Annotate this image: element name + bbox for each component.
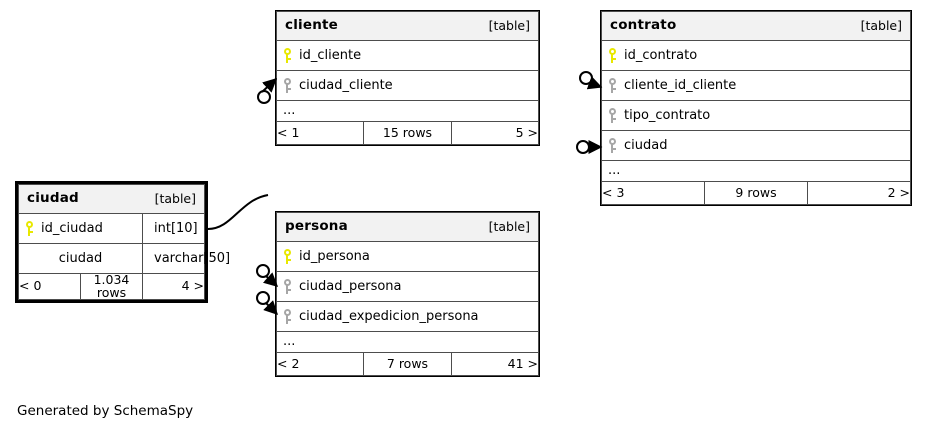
table-contrato-footer: < 3 9 rows 2 > bbox=[601, 181, 911, 205]
column-name: ciudad bbox=[624, 138, 668, 153]
table-persona-header: persona [table] bbox=[276, 212, 539, 242]
relationship-contrato-cliente_id_cliente bbox=[579, 71, 603, 90]
table-contrato-row-cliente_id_cliente[interactable]: cliente_id_cliente bbox=[601, 70, 911, 101]
relationship-cliente-ciudad_cliente bbox=[257, 78, 278, 104]
key-icon-foreign bbox=[608, 78, 617, 93]
child-count[interactable]: 2 > bbox=[807, 181, 911, 205]
row-count: 9 rows bbox=[704, 181, 808, 205]
table-contrato-name: contrato bbox=[610, 17, 677, 34]
table-ciudad[interactable]: ciudad [table] id_ciudad int[10] bbox=[15, 181, 230, 303]
table-contrato[interactable]: contrato [table] id_contrato c bbox=[600, 10, 912, 206]
zero-or-more-marker bbox=[256, 291, 270, 305]
table-cliente-row-id_cliente[interactable]: id_cliente bbox=[276, 40, 539, 71]
relationship-ciudad-outgoing bbox=[207, 194, 269, 230]
relationship-persona-ciudad_expedicion_persona bbox=[256, 291, 278, 315]
column-name: ciudad_expedicion_persona bbox=[299, 309, 479, 324]
ellipsis-label: ... bbox=[608, 163, 621, 178]
table-persona-row-ciudad_expedicion_persona[interactable]: ciudad_expedicion_persona bbox=[276, 301, 539, 332]
key-icon-foreign bbox=[283, 78, 292, 93]
row-count: 7 rows bbox=[363, 352, 452, 376]
column-name: cliente_id_cliente bbox=[624, 78, 737, 93]
table-persona-kind: [table] bbox=[488, 218, 530, 234]
key-icon-primary bbox=[283, 48, 292, 63]
key-icon-primary bbox=[25, 221, 34, 236]
column-name: id_contrato bbox=[624, 48, 698, 63]
parent-count[interactable]: < 0 bbox=[18, 273, 81, 300]
parent-count[interactable]: < 2 bbox=[275, 352, 365, 376]
table-ciudad-kind: [table] bbox=[154, 190, 196, 206]
table-persona-more-columns[interactable]: ... bbox=[276, 331, 539, 353]
ellipsis-label: ... bbox=[283, 103, 296, 118]
table-cliente-footer: < 1 15 rows 5 > bbox=[275, 121, 540, 145]
table-persona-footer: < 2 7 rows 41 > bbox=[275, 352, 540, 376]
table-ciudad-name: ciudad bbox=[27, 190, 79, 207]
table-cliente-more-columns[interactable]: ... bbox=[276, 100, 539, 122]
table-ciudad-header: ciudad [table] bbox=[18, 184, 205, 214]
zero-or-more-marker bbox=[576, 140, 590, 154]
column-name: id_ciudad bbox=[41, 221, 103, 236]
table-cliente-kind: [table] bbox=[488, 17, 530, 33]
child-count[interactable]: 5 > bbox=[450, 121, 540, 145]
key-icon-foreign bbox=[283, 309, 292, 324]
child-count[interactable]: 4 > bbox=[142, 273, 205, 300]
column-type: int[10] bbox=[154, 221, 198, 236]
table-contrato-more-columns[interactable]: ... bbox=[601, 160, 911, 182]
table-contrato-row-tipo_contrato[interactable]: tipo_contrato bbox=[601, 100, 911, 131]
row-count: 15 rows bbox=[363, 121, 452, 145]
table-cliente-header: cliente [table] bbox=[276, 11, 539, 41]
edge-line bbox=[261, 78, 278, 93]
generated-by-caption: Generated by SchemaSpy bbox=[17, 403, 194, 419]
column-type: varchar[50] bbox=[154, 251, 231, 266]
table-persona-name: persona bbox=[285, 218, 348, 235]
column-name: id_cliente bbox=[299, 48, 362, 63]
key-icon-foreign bbox=[608, 138, 617, 153]
parent-count[interactable]: < 1 bbox=[275, 121, 365, 145]
ellipsis-label: ... bbox=[283, 334, 296, 349]
table-persona[interactable]: persona [table] id_persona ciu bbox=[275, 211, 540, 377]
relationship-contrato-ciudad bbox=[576, 140, 603, 154]
table-cliente-name: cliente bbox=[285, 17, 339, 34]
row-count: 1.034 rows bbox=[80, 273, 143, 300]
column-name: id_persona bbox=[299, 249, 370, 264]
edge-curve bbox=[207, 194, 269, 230]
column-name: tipo_contrato bbox=[624, 108, 711, 123]
parent-count[interactable]: < 3 bbox=[601, 181, 705, 205]
relationship-persona-ciudad_persona bbox=[256, 264, 279, 287]
child-count[interactable]: 41 > bbox=[450, 352, 540, 376]
zero-or-more-marker bbox=[579, 71, 593, 85]
table-persona-row-ciudad_persona[interactable]: ciudad_persona bbox=[276, 271, 539, 302]
column-name: ciudad bbox=[58, 251, 103, 266]
key-icon-primary bbox=[283, 249, 292, 264]
table-ciudad-row-id_ciudad[interactable]: id_ciudad int[10] bbox=[18, 213, 205, 244]
table-cliente-row-ciudad_cliente[interactable]: ciudad_cliente bbox=[276, 70, 539, 101]
key-icon-primary bbox=[608, 48, 617, 63]
zero-or-more-marker bbox=[257, 90, 271, 104]
key-icon-foreign bbox=[283, 279, 292, 294]
table-contrato-row-ciudad[interactable]: ciudad bbox=[601, 130, 911, 161]
table-contrato-header: contrato [table] bbox=[601, 11, 911, 41]
table-cliente[interactable]: cliente [table] id_cliente ciu bbox=[275, 10, 540, 146]
key-icon-foreign bbox=[608, 108, 617, 123]
table-contrato-row-id_contrato[interactable]: id_contrato bbox=[601, 40, 911, 71]
table-contrato-kind: [table] bbox=[860, 17, 902, 33]
column-name: ciudad_cliente bbox=[299, 78, 393, 93]
column-name: ciudad_persona bbox=[299, 279, 402, 294]
table-ciudad-row-ciudad[interactable]: ciudad varchar[50] bbox=[18, 243, 230, 274]
table-persona-row-id_persona[interactable]: id_persona bbox=[276, 241, 539, 272]
zero-or-more-marker bbox=[256, 264, 270, 278]
table-ciudad-footer: < 0 1.034 rows 4 > bbox=[18, 273, 205, 300]
